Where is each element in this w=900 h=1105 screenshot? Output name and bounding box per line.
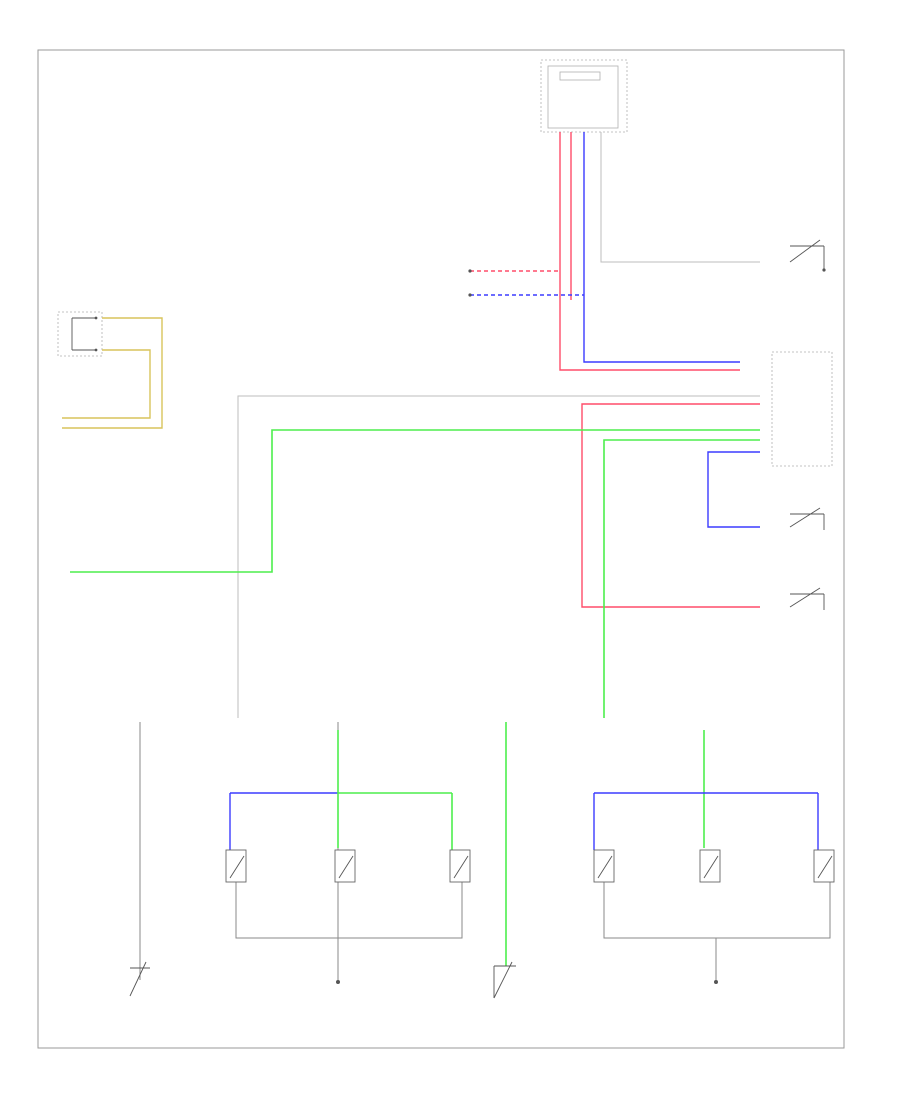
oil-pressure-switch: [789, 239, 826, 272]
ground-left-dot: [336, 980, 340, 984]
junction-dot: [468, 269, 472, 273]
wire-green-right-door: [603, 439, 760, 718]
diagram-frame: [37, 49, 845, 1049]
fuel-level-sender: [57, 311, 163, 429]
wire-gray-left-door: [237, 395, 760, 718]
left-courtesy-switch: [789, 587, 825, 610]
wire-green-main: [70, 429, 760, 573]
right-door-switch-group: [493, 722, 835, 999]
wire-gray-ecu-oil: [600, 132, 760, 263]
ecu-connector: [540, 59, 628, 133]
junction-dot: [468, 293, 472, 297]
cluster-connector: [771, 351, 833, 467]
wire-tan-a: [62, 317, 163, 429]
wire-red-courtesy: [581, 403, 760, 608]
right-courtesy-switch: [789, 507, 825, 530]
wire-tan-b: [62, 349, 151, 419]
wire-red-ecu-cluster: [559, 132, 740, 371]
wire-blue-courtesy: [707, 451, 760, 528]
ground-right-dot: [714, 980, 718, 984]
left-door-switch-group: [129, 722, 471, 997]
wire-blue-ecu-cluster: [583, 132, 740, 363]
